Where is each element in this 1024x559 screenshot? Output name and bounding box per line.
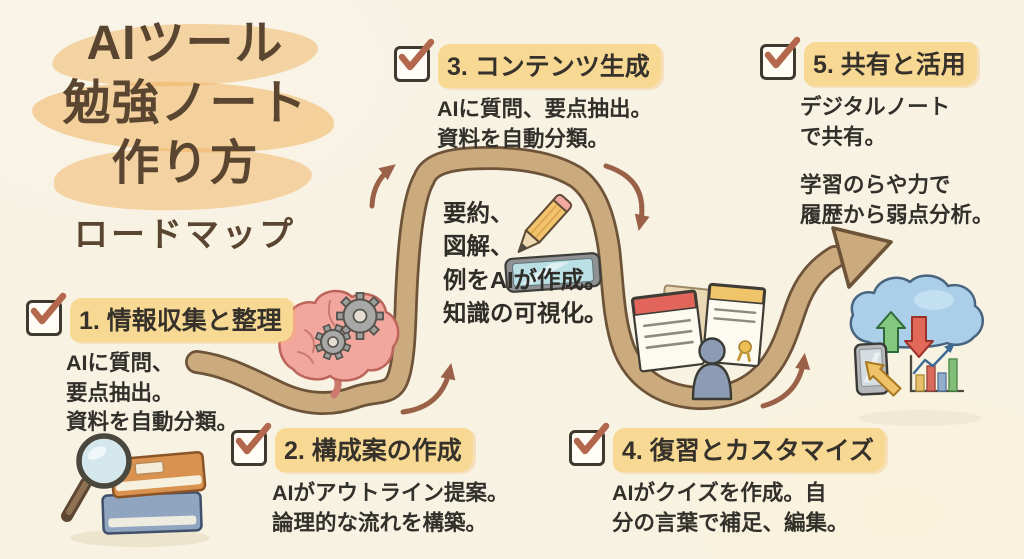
checkbox-check-icon [398,38,435,71]
step-5: 5. 共有と活用 デジタルノート で共有。 学習のらや力で 履歴から弱点分析。 [760,36,994,231]
checkbox-check-icon [573,422,610,455]
checkbox-step-1 [26,292,67,336]
download-arrow-icon [904,316,934,358]
page-title-line-1: AIツール [86,17,284,70]
road-arrow-icon [185,145,893,415]
page-subtitle: ロードマップ [74,216,296,254]
step-1-body: AIに質問、 要点抽出。 資料を自動分類。 [66,351,239,435]
person-icon [691,337,733,401]
curved-arrow-up-step3-icon [369,164,396,209]
checkbox-check-icon [235,422,272,455]
step-2-body: AIがアウトライン提案。 論理的な流れを構築。 [272,481,509,535]
phone-cursor-icon [853,342,902,397]
step-5-title: 5. 共有と活用 [804,42,977,86]
step-3: 3. コンテンツ生成 AIに質問、要点抽出。 資料を自動分類。 [394,38,661,154]
curved-arrow-down-icon [603,163,650,231]
curved-arrow-up-left-icon [400,363,456,415]
brain-gears-icon [278,289,400,399]
upload-arrow-icon [876,311,906,353]
step-4-body: AIがクイズを作成。自 分の言葉で補足、編集。 [612,481,849,535]
note-cards-icon [630,282,767,373]
checkbox-check-icon [30,292,67,325]
checkbox-step-3 [394,38,435,82]
checkbox-check-icon [764,36,801,69]
curved-arrow-up-right-icon [760,352,811,409]
page-title-line-3: 作り方 [111,137,259,190]
step-4: 4. 復習とカスタマイズ AIがクイズを作成。自 分の言葉で補足、編集。 [569,422,886,538]
step-4-title: 4. 復習とカスタマイズ [613,428,886,472]
checkbox-step-5 [760,36,801,80]
checkbox-step-4 [569,422,610,466]
step-1: 1. 情報収集と整理 AIに質問、 要点抽出。 資料を自動分類。 [26,292,293,438]
step-1-title: 1. 情報収集と整理 [70,298,293,342]
step-2-title: 2. 構成案の作成 [275,428,473,472]
checkbox-step-2 [231,422,272,466]
center-note: 要約、 図解、 例をAIが作成。 知識の可視化。 [443,200,608,327]
pencil-icon [517,193,573,254]
step-2: 2. 構成案の作成 AIがアウトライン提案。 論理的な流れを構築。 [231,422,509,538]
step-5-body: デジタルノート で共有。 [800,95,951,149]
bar-chart-icon [909,343,965,393]
step-3-body: AIに質問、要点抽出。 資料を自動分類。 [437,97,653,151]
step-3-title: 3. コンテンツ生成 [438,44,661,88]
step-5-body-2: 学習のらや力で 履歴から弱点分析。 [800,173,994,227]
page-title-line-2: 勉強ノート [62,77,308,130]
title-block: AIツール 勉強ノート 作り方 ロードマップ [28,14,342,256]
magnifier-books-icon [61,433,207,535]
cloud-sync-icon [849,274,984,358]
tablet-icon [504,252,602,293]
